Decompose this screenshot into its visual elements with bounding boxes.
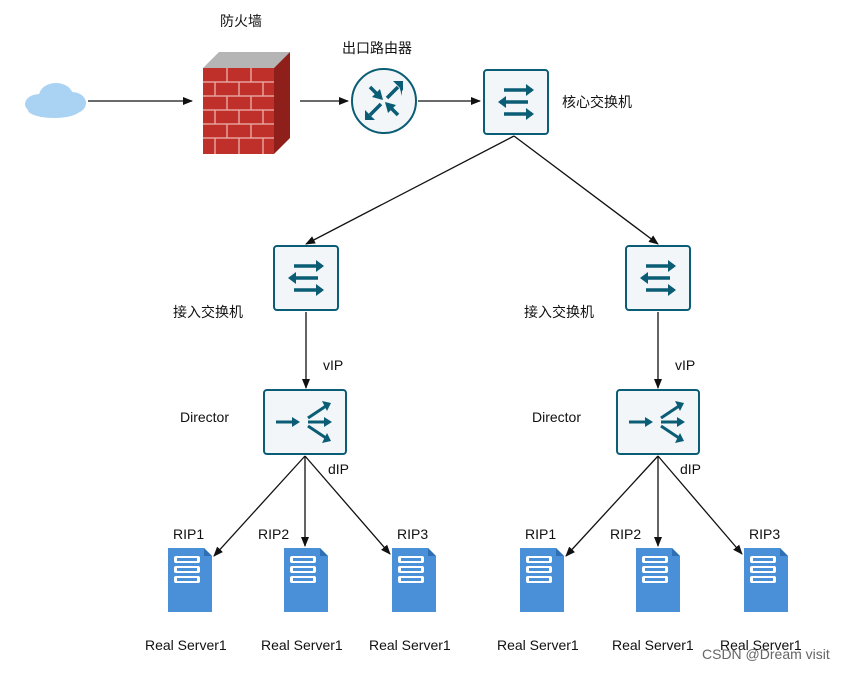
- director-left-icon: [262, 388, 348, 456]
- access-switch-left-label: 接入交换机: [173, 305, 243, 321]
- firewall-icon: [203, 52, 290, 154]
- real-server-2-icon: [284, 548, 328, 612]
- real-server-1-label: Real Server1: [145, 637, 227, 653]
- rip3-right-label: RIP3: [749, 526, 781, 542]
- vip-right-label: vIP: [675, 357, 696, 373]
- vip-left-label: vIP: [323, 357, 344, 373]
- router-label: 出口路由器: [342, 41, 412, 57]
- rip1-right-label: RIP1: [525, 526, 557, 542]
- director-right-icon: [615, 388, 701, 456]
- core-switch-icon: [482, 68, 550, 136]
- real-server-6-icon: [744, 548, 788, 612]
- watermark: CSDN @Dream visit: [702, 646, 830, 662]
- real-server-5-label: Real Server1: [612, 637, 694, 653]
- edge-core-access-left: [305, 135, 515, 245]
- edge-director-left-server3: [304, 455, 391, 555]
- edge-director-right-server3: [657, 455, 743, 555]
- access-switch-right-label: 接入交换机: [524, 305, 594, 321]
- internet-cloud-icon: [25, 83, 86, 118]
- rip3-left-label: RIP3: [397, 526, 429, 542]
- router-icon: [351, 68, 417, 134]
- dip-right-label: dIP: [680, 461, 702, 477]
- director-left-label: Director: [180, 409, 230, 425]
- access-switch-left-icon: [272, 244, 340, 312]
- real-server-2-label: Real Server1: [261, 637, 343, 653]
- real-server-5-icon: [636, 548, 680, 612]
- firewall-label: 防火墙: [220, 14, 262, 30]
- edge-core-access-right: [513, 135, 659, 245]
- rip2-left-label: RIP2: [258, 526, 290, 542]
- real-server-3-icon: [392, 548, 436, 612]
- rip1-left-label: RIP1: [173, 526, 205, 542]
- director-right-label: Director: [532, 409, 582, 425]
- real-server-1-icon: [168, 548, 212, 612]
- real-server-4-icon: [520, 548, 564, 612]
- edge-director-left-server1: [213, 455, 306, 557]
- real-server-4-label: Real Server1: [497, 637, 579, 653]
- real-server-6-label: Real Server1: [720, 637, 802, 653]
- dip-left-label: dIP: [328, 461, 350, 477]
- core-switch-label: 核心交换机: [562, 95, 632, 111]
- access-switch-right-icon: [624, 244, 692, 312]
- edge-director-right-server1: [565, 455, 659, 557]
- rip2-right-label: RIP2: [610, 526, 642, 542]
- real-server-3-label: Real Server1: [369, 637, 451, 653]
